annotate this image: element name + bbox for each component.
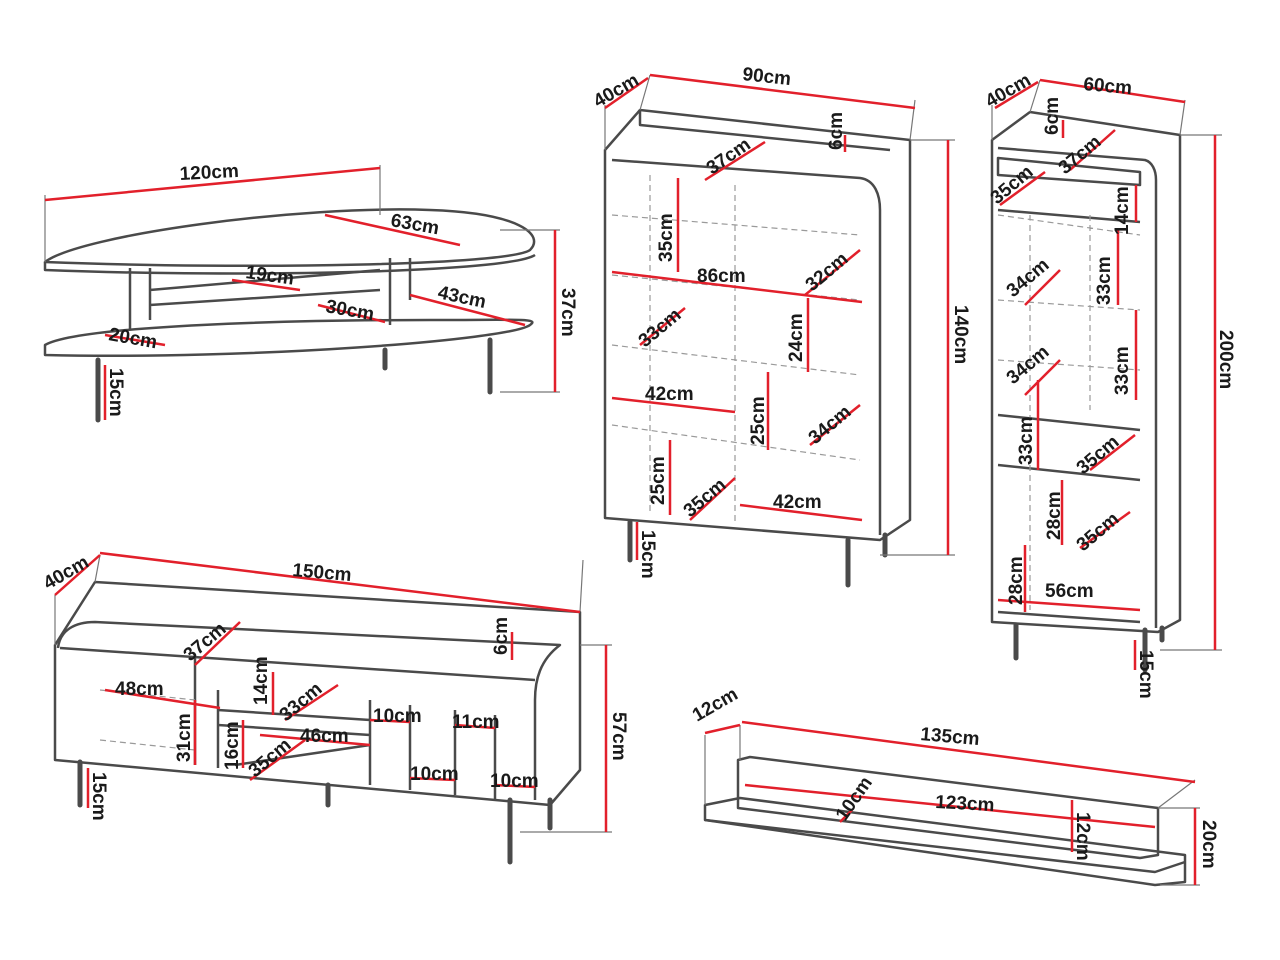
dim-top-depth: 63cm <box>389 210 441 239</box>
dim-slot-width: 10cm <box>373 706 422 727</box>
dim-height: 57cm <box>608 712 629 761</box>
dim-back-height: 12cm <box>1072 812 1093 861</box>
dim-depth: 40cm <box>982 70 1035 112</box>
dim-shelf-depth: 34cm <box>1003 341 1054 388</box>
dim-height: 20cm <box>1198 820 1219 869</box>
dim-width: 135cm <box>920 724 981 750</box>
tall-cabinet-drawing <box>990 78 1222 673</box>
dim-width: 120cm <box>179 161 239 185</box>
dim-shelf-depth: 35cm <box>1073 508 1124 555</box>
highboard-dimensions: 40cm 90cm 6cm 37cm 35cm 86cm 32cm 33cm 2… <box>590 64 971 579</box>
dim-drawer-depth: 35cm <box>987 161 1038 208</box>
dim-leg-height: 15cm <box>105 368 126 417</box>
dim-shelf-height: 16cm <box>222 721 243 770</box>
dim-left-height: 31cm <box>174 713 195 762</box>
dim-shelf-height: 28cm <box>1044 491 1065 540</box>
highboard-drawing <box>603 73 955 588</box>
dim-top-gap: 6cm <box>491 617 512 655</box>
sideboard-drawing <box>53 551 612 865</box>
dim-shelf-depth: 34cm <box>805 401 856 448</box>
dim-shelf-height: 33cm <box>1016 416 1037 465</box>
dim-shelf-depth: 33cm <box>635 304 686 351</box>
dim-depth: 12cm <box>689 684 742 726</box>
dim-left-width: 48cm <box>115 679 164 700</box>
dim-side-depth: 43cm <box>436 282 488 313</box>
dim-slot-width: 10cm <box>490 771 539 792</box>
dim-top-gap: 6cm <box>1042 97 1063 135</box>
dim-door-width: 42cm <box>645 384 694 405</box>
coffee-table-drawing <box>43 165 560 423</box>
dim-top-gap: 6cm <box>826 112 847 150</box>
dim-inner-width: 56cm <box>1045 581 1094 602</box>
dim-slot-width: 10cm <box>410 764 459 785</box>
dim-shelf-height: 24cm <box>786 313 807 362</box>
dim-height: 37cm <box>557 288 578 337</box>
dim-shelf-depth: 34cm <box>1003 254 1054 301</box>
dim-shelf-depth: 35cm <box>1073 431 1124 478</box>
dim-drawer-height: 14cm <box>251 656 272 705</box>
dim-drawer-depth: 33cm <box>276 678 327 725</box>
dim-shelf-height: 33cm <box>1112 346 1133 395</box>
dim-depth: 40cm <box>590 70 643 112</box>
tall-cabinet-dimensions: 40cm 60cm 6cm 37cm 35cm 14cm 34cm 33cm 3… <box>982 70 1236 699</box>
dim-shelf-depth: 32cm <box>802 248 853 295</box>
dim-width: 90cm <box>741 64 792 90</box>
dim-door-width: 42cm <box>773 492 822 513</box>
dim-height: 200cm <box>1215 330 1236 389</box>
dim-leg-height: 15cm <box>1135 650 1156 699</box>
dim-shelf-width: 46cm <box>300 726 349 747</box>
dim-shelf-depth: 35cm <box>680 474 731 521</box>
dim-inner-width: 86cm <box>697 266 746 287</box>
dim-shelf-height: 25cm <box>748 396 769 445</box>
dim-leg-height: 15cm <box>637 530 658 579</box>
dim-top-shelf: 35cm <box>656 213 677 262</box>
dim-leg-height: 15cm <box>88 772 109 821</box>
dim-inner-width: 123cm <box>935 792 995 816</box>
dim-inner-depth: 37cm <box>703 134 755 179</box>
dim-height: 140cm <box>950 305 971 364</box>
dim-drawer-height: 14cm <box>1112 186 1133 235</box>
dim-shelf-height: 25cm <box>648 456 669 505</box>
wall-shelf-drawing <box>703 720 1200 887</box>
dim-shelf-height: 33cm <box>1094 256 1115 305</box>
dim-width: 150cm <box>292 560 353 586</box>
dim-slot-width: 11cm <box>452 712 500 733</box>
dim-bottom-height: 28cm <box>1006 556 1027 605</box>
dim-depth: 40cm <box>40 552 93 594</box>
dim-width: 60cm <box>1083 74 1133 99</box>
wall-shelf-dimensions: 12cm 135cm 123cm 10cm 12cm 20cm <box>689 684 1219 869</box>
